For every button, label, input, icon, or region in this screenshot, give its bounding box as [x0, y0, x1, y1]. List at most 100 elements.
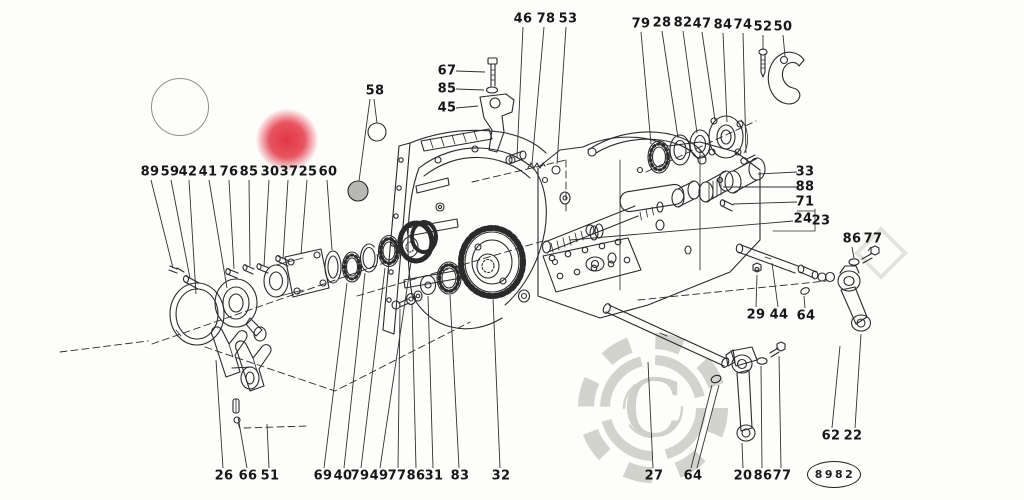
- leader-line-85: [455, 88, 485, 91]
- leader-line-78: [531, 26, 545, 165]
- part-label-74: 74: [733, 17, 753, 33]
- leader-line-62: [831, 345, 841, 429]
- part-label-27: 27: [644, 468, 664, 484]
- splined-shaft: [541, 201, 664, 254]
- leader-line-53: [556, 26, 567, 165]
- leader-line-64: [803, 295, 806, 309]
- part-label-59: 59: [160, 164, 180, 180]
- label-bracket-24-23: [772, 208, 816, 232]
- part-label-31: 31: [424, 468, 444, 484]
- leader-line-45: [455, 105, 479, 109]
- washer-bolt-group: [391, 274, 437, 310]
- gasket-ring: [324, 250, 342, 284]
- leader-line-58: [373, 98, 378, 124]
- splined-coupling: [698, 170, 734, 203]
- leader-line-22: [854, 333, 862, 429]
- small-hardware-left: [168, 254, 290, 290]
- shift-fork-top: [767, 51, 805, 105]
- shift-rail-rod: [735, 243, 827, 295]
- part-label-64: 64: [796, 308, 816, 324]
- bearing-retainer: [263, 248, 330, 298]
- leader-line-79: [360, 267, 386, 469]
- part-label-32: 32: [491, 468, 511, 484]
- leader-line-26: [215, 359, 224, 469]
- leader-line-58: [358, 98, 371, 182]
- leader-line-86: [411, 302, 417, 469]
- shift-forks-bottom: [211, 326, 272, 430]
- leader-line-64: [696, 384, 720, 469]
- part-label-58: 58: [365, 83, 385, 99]
- part-label-88: 88: [795, 179, 815, 195]
- part-label-23: 23: [811, 213, 831, 229]
- part-label-79: 79: [631, 16, 651, 32]
- part-label-77: 77: [387, 468, 407, 484]
- part-label-85: 85: [437, 81, 457, 97]
- drawing-number-stamp: 8982: [807, 461, 861, 488]
- axis-lines: [59, 120, 827, 429]
- bearing-small: [341, 251, 363, 283]
- seal-ring: [169, 282, 225, 346]
- cover-bolt: [740, 154, 757, 165]
- red-highlight-blob: [256, 109, 318, 171]
- leader-line-69: [323, 282, 348, 469]
- leader-line-77: [778, 355, 782, 469]
- part-label-30: 30: [260, 164, 280, 180]
- part-label-82: 82: [673, 15, 693, 31]
- part-label-37: 37: [279, 164, 299, 180]
- part-label-76: 76: [219, 164, 239, 180]
- leader-line-74: [742, 32, 747, 154]
- leader-line-40: [343, 272, 366, 469]
- leader-lines: [150, 26, 872, 469]
- leader-line-41: [208, 179, 228, 289]
- leader-line-71: [732, 201, 798, 205]
- part-label-78: 78: [536, 11, 556, 27]
- part-label-29: 29: [746, 307, 766, 323]
- pto-sprocket: [458, 225, 531, 303]
- part-label-86: 86: [406, 468, 426, 484]
- part-label-24: 24: [793, 211, 813, 227]
- part-label-20: 20: [733, 468, 753, 484]
- part-label-53: 53: [558, 11, 578, 27]
- leader-line-86: [760, 365, 763, 469]
- part-label-64: 64: [683, 468, 703, 484]
- leader-line-42: [188, 179, 197, 295]
- gear-cluster: [397, 220, 438, 264]
- leader-line-82: [682, 30, 698, 134]
- leader-line-32: [492, 297, 501, 469]
- part-label-28: 28: [652, 15, 672, 31]
- part-label-84: 84: [713, 17, 733, 33]
- leader-line-60: [326, 179, 333, 251]
- part-label-40: 40: [333, 468, 353, 484]
- leader-line-59: [170, 179, 191, 279]
- part-label-66: 66: [238, 468, 258, 484]
- selector-arm-lower: [725, 341, 786, 442]
- leader-line-83: [449, 294, 460, 469]
- leader-line-29: [755, 274, 758, 308]
- housing-plugs: [347, 122, 387, 202]
- part-label-25: 25: [298, 164, 318, 180]
- part-label-46: 46: [513, 11, 533, 27]
- part-label-89: 89: [140, 164, 160, 180]
- leader-line-85: [248, 179, 251, 267]
- bearing-top-1: [647, 140, 671, 174]
- part-label-51: 51: [260, 468, 280, 484]
- leader-line-50: [782, 34, 786, 57]
- watermark-gear: C: [578, 226, 908, 483]
- leader-line-33: [757, 171, 798, 175]
- part-label-62: 62: [821, 428, 841, 444]
- leader-line-49: [379, 261, 412, 469]
- part-label-79: 79: [350, 468, 370, 484]
- leader-line-51: [266, 423, 270, 469]
- part-label-86: 86: [842, 231, 862, 247]
- part-label-42: 42: [178, 164, 198, 180]
- part-label-86: 86: [753, 468, 773, 484]
- empty-circle-marker: [151, 78, 209, 136]
- part-label-45: 45: [437, 100, 457, 116]
- leader-line-64: [690, 384, 713, 469]
- leader-line-37: [282, 179, 289, 260]
- part-label-50: 50: [773, 19, 793, 35]
- part-label-69: 69: [313, 468, 333, 484]
- part-label-67: 67: [437, 63, 457, 79]
